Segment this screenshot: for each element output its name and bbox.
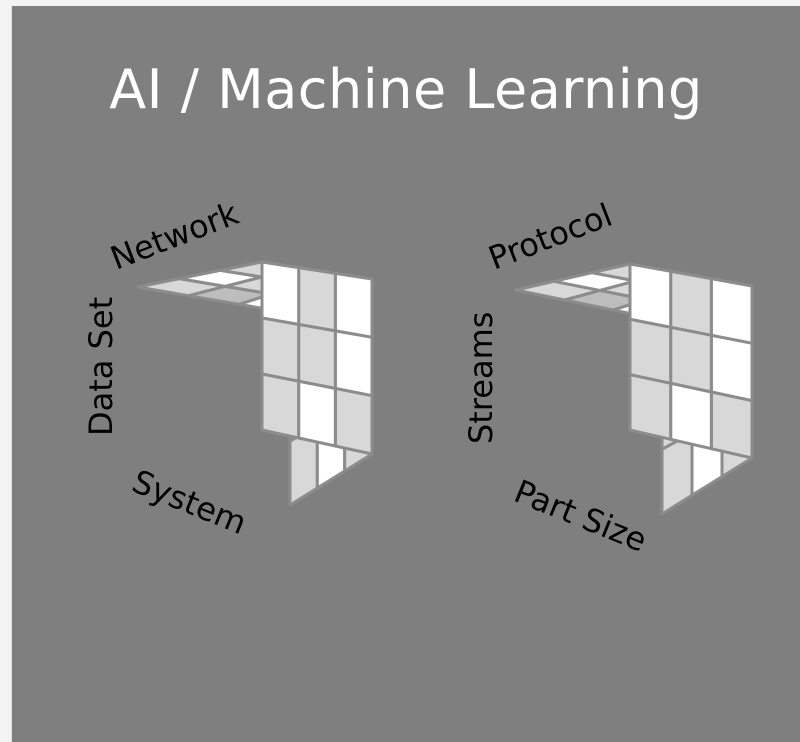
slide-title: AI / Machine Learning — [109, 58, 703, 121]
cube-diagram: Network Data Set System Protocol Streams… — [82, 194, 754, 559]
slide: AI / Machine Learning Network Data Set S… — [12, 6, 800, 742]
cube-1-right-tile — [260, 316, 301, 383]
cube-1-right-tile — [333, 329, 374, 398]
cube-1-right-tile — [260, 372, 301, 440]
cube-2-front-tile — [660, 431, 694, 516]
cube-2-side-label: Streams — [462, 312, 500, 444]
cube-2-right-tile — [669, 381, 713, 451]
cube-2-right-tile — [709, 277, 754, 345]
cube-1-right-tile — [297, 379, 337, 448]
cube-1-right-tile — [297, 266, 337, 333]
cube-1-side-label: Data Set — [82, 297, 120, 436]
cube-1-right-tile — [333, 386, 374, 456]
cube-1-top-label: Network — [105, 194, 244, 278]
cube-2-right-tile — [628, 317, 673, 385]
cube-1-right-tile — [297, 322, 337, 390]
cube-2-right-tile — [709, 333, 754, 403]
cube-1-right-tile — [260, 260, 301, 326]
cube-2-right-tile — [669, 269, 713, 337]
cube-2-top-label: Protocol — [483, 196, 617, 278]
cube-1-right-tile — [333, 271, 374, 339]
cube-2-right-tile — [709, 390, 754, 460]
cube-2-right-tile — [669, 325, 713, 394]
cube-1-bottom-label: System — [127, 462, 252, 542]
cube-2-right-tile — [628, 373, 673, 441]
cube-2-bottom-label: Part Size — [509, 472, 652, 559]
cube-2-right-tile — [628, 262, 673, 329]
cube-1 — [136, 260, 374, 507]
cube-2 — [514, 262, 754, 516]
